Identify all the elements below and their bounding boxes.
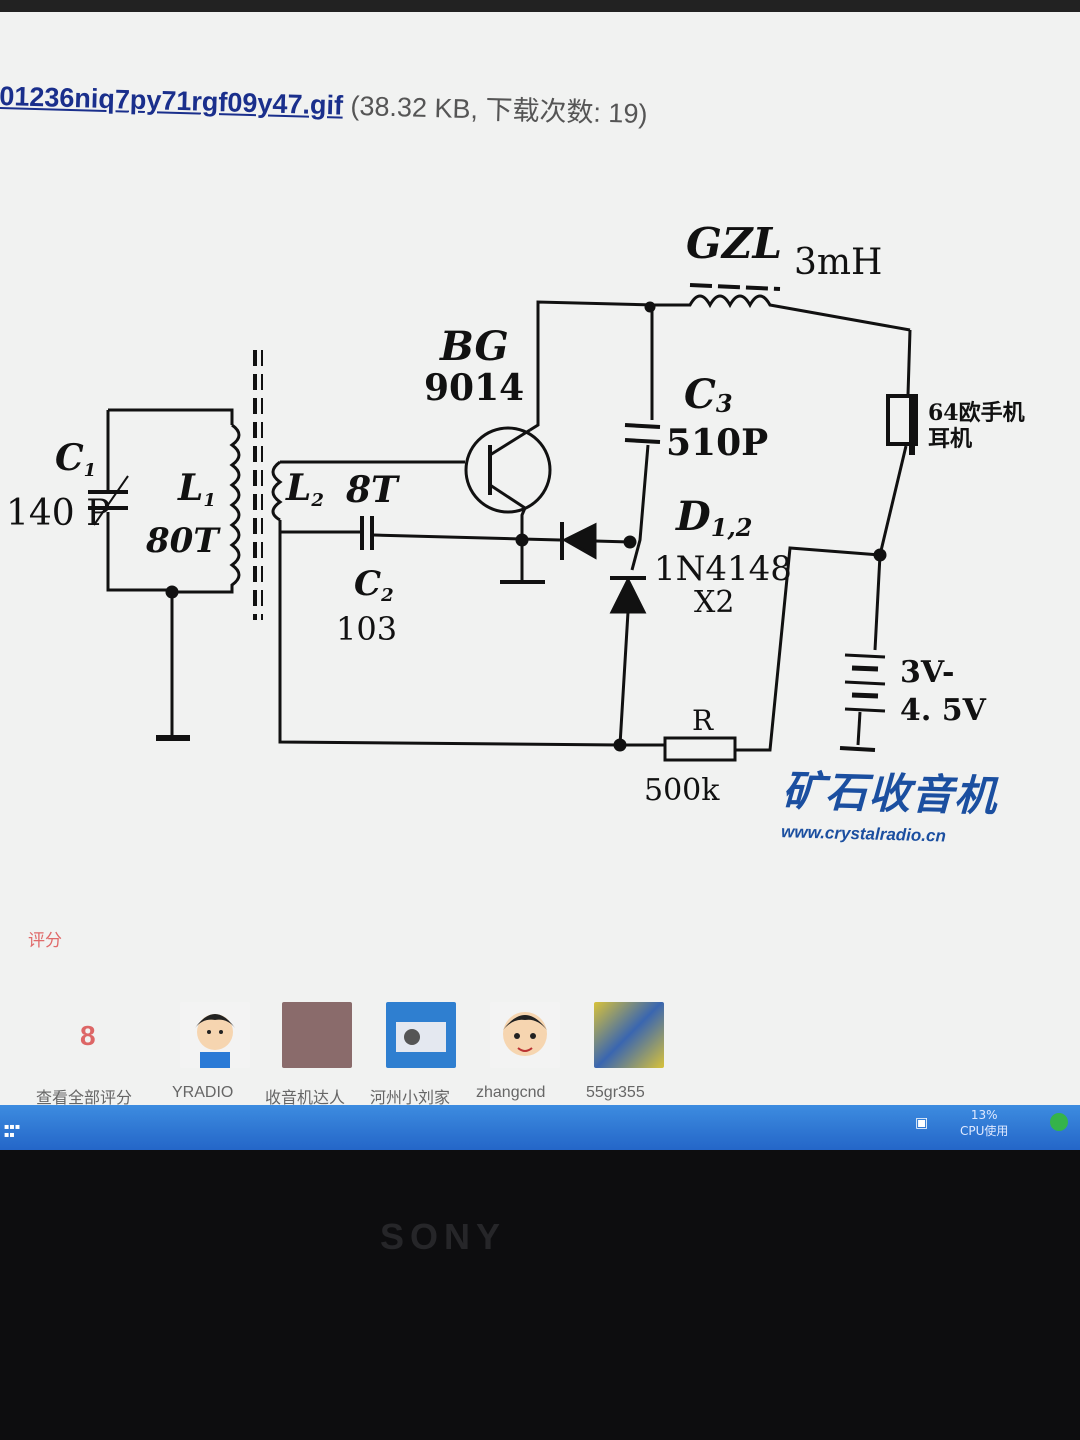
bg-value: 9014 <box>424 367 524 409</box>
earphone-label-1: 64欧手机 <box>928 400 1025 426</box>
d-value: 1N4148 <box>654 549 792 589</box>
r-label: R <box>692 704 714 737</box>
watermark-url: www.crystalradio.cn <box>780 822 947 846</box>
rater-name-2[interactable]: 收音机达人 <box>265 1090 346 1107</box>
rater-name-4[interactable]: zhangcnd <box>476 1084 546 1101</box>
battery-wire <box>856 711 862 746</box>
wire-tank-top <box>108 408 234 425</box>
battery-label-2: 4. 5V <box>900 693 987 728</box>
gzl-value: 3mH <box>794 242 882 283</box>
gzl-choke <box>655 294 911 332</box>
wire-collector <box>529 300 656 432</box>
gzl-core <box>689 283 781 291</box>
node-dot-2 <box>623 535 637 549</box>
rate-link[interactable]: 评分 <box>28 931 62 951</box>
r-value: 500k <box>644 773 720 808</box>
node-dot-3 <box>515 533 529 547</box>
battery-cell-3 <box>844 680 886 686</box>
l1-coil <box>172 423 241 594</box>
wire-c1-bottom <box>106 512 172 592</box>
transistor-collector <box>489 428 531 457</box>
c2-value: 103 <box>336 610 397 648</box>
wire-right-mid <box>873 445 908 651</box>
rater-name-3[interactable]: 河州小刘家 <box>370 1090 451 1107</box>
c1-label: C1 <box>55 437 96 481</box>
rater-name-5[interactable]: 55gr355 <box>586 1084 645 1101</box>
l1-label: L1 <box>177 467 216 511</box>
browser-page: 01236niq7py71rgf09y47.gif (38.32 KB, 下载次… <box>0 0 1080 1150</box>
battery-cell-2 <box>851 665 879 672</box>
gzl-label: GZL <box>686 219 782 268</box>
wire-emitter <box>520 507 527 580</box>
cpu-label: CPU使用 <box>960 1124 1009 1138</box>
crystalradio-watermark: 矿石收音机 www.crystalradio.cn <box>781 757 998 848</box>
c3-plate-bottom <box>624 438 661 444</box>
avatar-radio-icon[interactable] <box>386 1002 456 1068</box>
node-dot-1 <box>644 301 656 313</box>
rating-row: 8 查看全部评分 YRADIO 收音机达人 河州小刘家 zhangc <box>30 1000 730 1110</box>
c3-value: 510P <box>666 422 768 464</box>
c3-label: C3 <box>684 371 733 418</box>
avatar-photo-icon[interactable] <box>282 1002 352 1068</box>
attachment-link[interactable]: 01236niq7py71rgf09y47.gif <box>0 80 344 121</box>
wire-d2-down <box>618 611 665 747</box>
battery-label-1: 3V- <box>900 655 954 690</box>
avatar-cartoon-boy-icon[interactable] <box>180 1002 250 1068</box>
tray-globe-icon[interactable] <box>1050 1113 1068 1131</box>
node-dot-4 <box>165 585 179 599</box>
transistor-emitter <box>489 483 526 510</box>
c2-label: C2 <box>354 564 394 606</box>
d-label: D1,2 <box>675 493 752 542</box>
c1-value: 140 P <box>6 493 110 534</box>
cpu-percent: 13% <box>970 1108 998 1122</box>
diode-d1 <box>561 522 597 560</box>
windows-taskbar: ▪▪▪▪▪ ▣ 13% CPU使用 <box>0 1105 1080 1150</box>
rater-name-1[interactable]: YRADIO <box>172 1084 234 1101</box>
earphone <box>886 394 918 446</box>
avatar-cartoon-face-icon[interactable] <box>490 1002 560 1068</box>
wire-right-top <box>906 329 912 396</box>
wire-c2-right <box>373 533 561 542</box>
l2-label: L2 <box>285 467 324 511</box>
battery-cell-5 <box>844 707 886 713</box>
avatar-pattern-icon[interactable] <box>594 1002 664 1068</box>
start-button[interactable]: ▪▪▪▪▪ <box>4 1122 21 1139</box>
l2-value: 8T <box>345 469 400 511</box>
bg-label: BG <box>439 323 509 370</box>
resistor-r <box>663 736 737 762</box>
l2-coil <box>271 460 283 522</box>
transistor-bg <box>464 426 552 514</box>
rating-count: 8 <box>80 1020 96 1051</box>
watermark-name: 矿石收音机 <box>781 766 998 821</box>
c3-plate-top <box>624 423 661 429</box>
wire-right-cross <box>735 546 881 752</box>
tray-network-icon[interactable]: ▣ <box>915 1115 929 1131</box>
attachment-line: 01236niq7py71rgf09y47.gif (38.32 KB, 下载次… <box>0 74 648 131</box>
wire-c3-down <box>630 444 650 571</box>
battery-ground <box>839 746 876 752</box>
earphone-label-2: 耳机 <box>928 426 972 452</box>
monitor-brand-logo: SONY <box>380 1216 507 1257</box>
browser-top-edge <box>0 0 1080 12</box>
l1-value: 80T <box>145 521 221 561</box>
wire-l2-bottom <box>278 520 621 747</box>
attachment-meta: (38.32 KB, 下载次数: 19) <box>350 90 648 130</box>
c1-variable-arrow <box>93 475 129 526</box>
diode-d2 <box>609 576 647 614</box>
circuit-schematic: C1 140 P L1 80T L2 8T C2 103 BG 9014 GZL… <box>6 219 1025 808</box>
battery-cell-4 <box>851 692 879 699</box>
node-dot-5 <box>613 738 627 752</box>
d-count: X2 <box>694 585 734 620</box>
battery-cell-1 <box>844 653 886 659</box>
cpu-usage-widget[interactable]: 13% CPU使用 <box>960 1107 1008 1139</box>
node-dot-6 <box>873 548 887 562</box>
view-all-ratings-link[interactable]: 查看全部评分 <box>36 1090 133 1107</box>
